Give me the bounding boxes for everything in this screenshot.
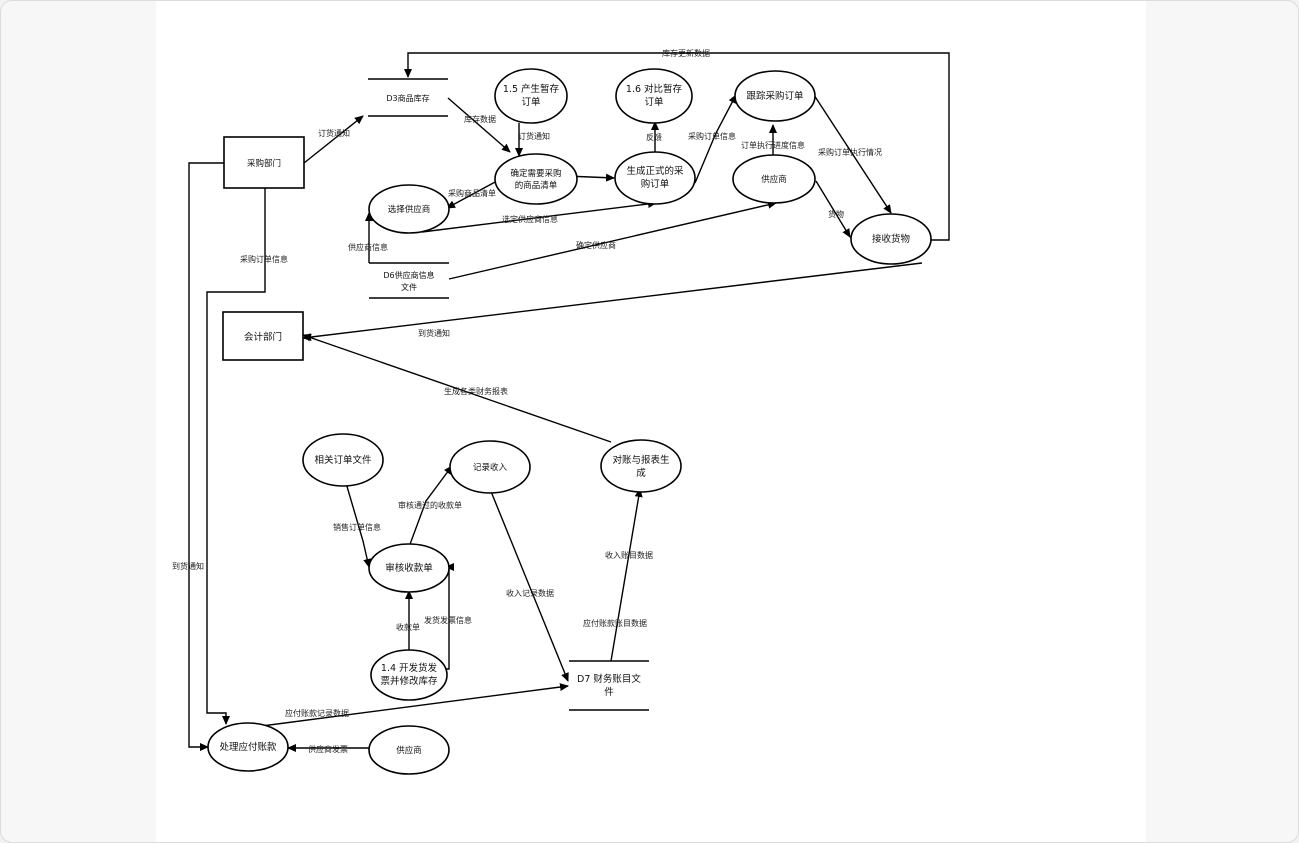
label-chuli: 处理应付账款 bbox=[219, 741, 277, 753]
store-d3 bbox=[368, 78, 448, 117]
elabel-yingfu-jilu: 应付账款记录数据 bbox=[285, 708, 349, 718]
label-xuanze: 选择供应商 bbox=[388, 204, 431, 215]
data-flow-diagram: 采购部门 会计部门 D3商品库存 1.5 产生暂存 订单 1.6 对比暂存 订单… bbox=[172, 48, 950, 775]
process-xuanze bbox=[368, 184, 450, 234]
edge-huowu bbox=[815, 180, 851, 238]
label-duizhang-l1: 对账与报表生 bbox=[612, 454, 670, 466]
process-1-5 bbox=[494, 68, 568, 124]
elabel-shoukuandan: 收款单 bbox=[396, 622, 420, 632]
store-d6 bbox=[369, 262, 449, 299]
entity-caigou-bumen bbox=[223, 136, 305, 189]
label-xiangguan: 相关订单文件 bbox=[314, 454, 372, 466]
label-genzong: 跟踪采购订单 bbox=[746, 90, 804, 102]
label-caigou-bumen: 采购部门 bbox=[247, 158, 281, 169]
label-gongyingshang-bottom: 供应商 bbox=[396, 745, 422, 756]
edge-daohuo-tongzhi-2 bbox=[188, 162, 224, 751]
elabel-gongyingshang-xinxi: 供应商信息 bbox=[348, 242, 388, 252]
elabel-caigou-dingdan-xinxi-2: 采购订单信息 bbox=[240, 254, 288, 264]
elabel-kucun-gengxin: 库存更新数据 bbox=[662, 48, 710, 58]
process-shenhe bbox=[368, 543, 450, 593]
elabel-caigou-dingdan-xinxi-1: 采购订单信息 bbox=[688, 131, 736, 141]
label-1-5-l2: 订单 bbox=[521, 96, 541, 108]
edge-shouru-jilu bbox=[489, 488, 569, 682]
label-1-4-l2: 票并修改库存 bbox=[380, 675, 438, 687]
label-shengcheng-l1: 生成正式的采 bbox=[626, 165, 684, 177]
process-gongyingshang-top bbox=[732, 154, 816, 204]
label-1-5-l1: 1.5 产生暂存 bbox=[503, 83, 560, 95]
edge-kucun-shuju bbox=[447, 97, 511, 153]
elabel-daohuo-tongzhi-1: 到货通知 bbox=[418, 328, 450, 338]
process-jilu bbox=[449, 440, 531, 494]
process-queding bbox=[494, 153, 578, 205]
process-gongyingshang-bottom bbox=[368, 725, 450, 775]
label-shenhe: 审核收款单 bbox=[385, 562, 433, 574]
elabel-gys-fapiao: 供应商发票 bbox=[308, 744, 348, 754]
elabel-xiaoshou-dingdan: 销售订单信息 bbox=[333, 522, 381, 532]
elabel-fahuo-fapiao: 发货发票信息 bbox=[424, 615, 472, 625]
store-d7 bbox=[569, 660, 649, 711]
elabel-huowu: 货物 bbox=[828, 209, 844, 219]
elabel-fankui: 反馈 bbox=[646, 132, 662, 142]
edge-shenhe-tongguo bbox=[408, 465, 453, 548]
edge-kucun-gengxin bbox=[404, 52, 950, 241]
label-1-4-l1: 1.4 开发货发 bbox=[381, 662, 438, 674]
label-d6-l1: D6供应商信息 bbox=[383, 270, 434, 280]
process-genzong bbox=[734, 70, 816, 122]
process-1-6 bbox=[615, 68, 693, 124]
label-shengcheng-l2: 购订单 bbox=[641, 178, 670, 190]
label-1-6-l2: 订单 bbox=[644, 96, 664, 108]
process-jieshou bbox=[850, 213, 932, 265]
elabel-kucun-shuju: 库存数据 bbox=[464, 114, 496, 124]
elabel-dinghuo-tongzhi-1: 订货通知 bbox=[318, 128, 350, 138]
elabel-dingdan-jindu: 订单执行进度信息 bbox=[741, 140, 805, 150]
process-chuli bbox=[207, 722, 289, 772]
elabel-caigou-zhixing: 采购订单执行情况 bbox=[818, 147, 882, 157]
elabel-yingfu-zhangmu: 应付账款账目数据 bbox=[583, 618, 647, 628]
elabel-daohuo-tongzhi-2: 到货通知 bbox=[172, 561, 204, 571]
label-queding-l2: 的商品清单 bbox=[515, 180, 558, 191]
edge-yingfu-jilu bbox=[253, 683, 569, 728]
process-duizhang bbox=[600, 439, 682, 493]
diagram-canvas: 采购部门 会计部门 D3商品库存 1.5 产生暂存 订单 1.6 对比暂存 订单… bbox=[156, 1, 1146, 842]
process-1-4 bbox=[370, 649, 448, 701]
elabel-shouru-jilu: 收入记录数据 bbox=[506, 588, 554, 598]
elabel-dinghuo-tongzhi-2: 订货通知 bbox=[518, 131, 550, 141]
elabel-shouru-zhangmu: 收入账目数据 bbox=[605, 550, 653, 560]
elabel-xuanding: 选定供应商信息 bbox=[502, 214, 558, 224]
edge-xiaoshou-dingdan bbox=[345, 482, 372, 568]
process-shengcheng bbox=[614, 151, 696, 205]
elabel-caigou-shangpin: 采购商品清单 bbox=[448, 188, 496, 198]
edge-shouru-zhangmu bbox=[610, 488, 643, 662]
label-d7-l2: 件 bbox=[604, 686, 614, 698]
label-jilu: 记录收入 bbox=[473, 462, 508, 473]
edge-caigou-shangpin bbox=[446, 180, 498, 209]
label-queding-l1: 确定需要采购 bbox=[510, 168, 561, 179]
label-jieshou: 接收货物 bbox=[872, 233, 911, 245]
label-d3: D3商品库存 bbox=[386, 93, 429, 103]
edge-caigou-dingdan-xinxi-2 bbox=[206, 188, 266, 725]
label-duizhang-l2: 成 bbox=[636, 467, 646, 479]
label-1-6-l1: 1.6 对比暂存 bbox=[626, 83, 683, 95]
elabel-shenhe-tongguo: 审核通过的收款单 bbox=[398, 500, 462, 510]
entity-kuaiji-bumen bbox=[222, 311, 304, 361]
edge-daohuo-tongzhi-1 bbox=[302, 262, 923, 342]
edge-queding-gys bbox=[448, 200, 777, 280]
process-xiangguan bbox=[302, 433, 384, 487]
edge-caigou-dingdan-xinxi-1 bbox=[694, 94, 737, 184]
label-d7-l1: D7 财务账目文 bbox=[577, 673, 641, 685]
label-gongyingshang-top: 供应商 bbox=[761, 174, 787, 185]
edge-caigou-zhixing bbox=[813, 94, 892, 214]
edge-xuanding bbox=[421, 200, 657, 233]
label-kuaiji-bumen: 会计部门 bbox=[244, 331, 282, 343]
edge-dinghuo-tongzhi-1 bbox=[303, 115, 364, 164]
elabel-shengcheng-baobiao: 生成各类财务报表 bbox=[444, 386, 508, 396]
elabel-queding-gys: 确定供应商 bbox=[576, 240, 616, 250]
edge-shengcheng-baobiao bbox=[302, 333, 612, 443]
label-d6-l2: 文件 bbox=[401, 282, 417, 292]
